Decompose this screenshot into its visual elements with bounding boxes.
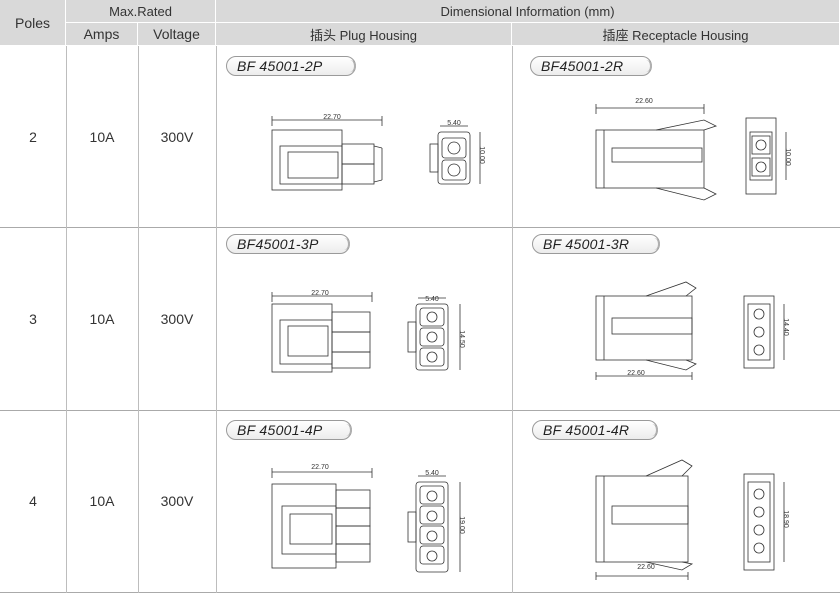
header-dimensional-info: Dimensional Information (mm) <box>216 0 840 23</box>
row-3-amps: 10A <box>89 310 115 327</box>
plug-height-dimension: 19.00 <box>458 516 466 534</box>
header-plug-housing: 插头 Plug Housing <box>216 23 512 46</box>
plug-part-number: BF45001-3P <box>226 234 350 254</box>
plug-front-view-drawing <box>407 297 461 371</box>
row-2-poles: 2 <box>29 128 37 145</box>
row-2-amps: 10A <box>89 128 115 145</box>
plug-height-dimension: 14.50 <box>458 330 466 348</box>
plug-side-view-drawing <box>271 468 373 569</box>
plug-part-number: BF 45001-2P <box>226 56 356 76</box>
plug-side-view-drawing <box>271 292 373 373</box>
row-4-amps: 10A <box>89 493 115 509</box>
plug-side-view-drawing <box>271 116 383 191</box>
row-divider <box>0 227 840 228</box>
receptacle-length-dimension: 22.60 <box>637 563 655 571</box>
column-divider <box>66 46 67 593</box>
column-divider <box>216 46 217 593</box>
plug-width-dimension: 5.40 <box>425 295 439 303</box>
header-voltage: Voltage <box>138 23 216 46</box>
header-max-rated: Max.Rated <box>66 0 216 23</box>
column-divider <box>138 46 139 593</box>
receptacle-part-number: BF45001-2R <box>530 56 652 76</box>
header-receptacle-housing: 插座 Receptacle Housing <box>512 23 840 46</box>
row-4-voltage: 300V <box>160 493 194 509</box>
receptacle-part-number: BF 45001-4R <box>532 420 658 440</box>
column-divider <box>512 46 513 593</box>
receptacle-length-dimension: 22.60 <box>635 97 653 105</box>
row-3-poles: 3 <box>29 310 37 327</box>
receptacle-front-view-drawing <box>743 473 785 571</box>
row-4-poles: 4 <box>29 493 37 509</box>
plug-part-number: BF 45001-4P <box>226 420 352 440</box>
receptacle-front-view-drawing <box>743 295 785 369</box>
receptacle-height-dimension: 10.00 <box>784 148 792 166</box>
receptacle-side-view-drawing <box>595 104 718 201</box>
receptacle-length-dimension: 22.60 <box>627 369 645 377</box>
row-3-voltage: 300V <box>160 310 194 327</box>
receptacle-height-dimension: 14.40 <box>782 318 790 336</box>
header-amps: Amps <box>66 23 138 46</box>
receptacle-part-number: BF 45001-3R <box>532 234 660 254</box>
plug-width-dimension: 5.40 <box>447 119 461 127</box>
plug-height-dimension: 10.00 <box>478 146 486 164</box>
plug-length-dimension: 22.70 <box>311 463 329 471</box>
plug-length-dimension: 22.70 <box>311 289 329 297</box>
row-2-voltage: 300V <box>160 128 194 145</box>
plug-front-view-drawing <box>429 125 481 185</box>
plug-front-view-drawing <box>407 475 461 573</box>
plug-length-dimension: 22.70 <box>323 113 341 121</box>
receptacle-height-dimension: 18.90 <box>782 510 790 528</box>
plug-width-dimension: 5.40 <box>425 469 439 477</box>
header-poles: Poles <box>0 0 66 46</box>
receptacle-side-view-drawing <box>595 281 697 380</box>
row-divider <box>0 410 840 411</box>
receptacle-side-view-drawing <box>595 459 694 580</box>
receptacle-front-view-drawing <box>745 117 787 195</box>
